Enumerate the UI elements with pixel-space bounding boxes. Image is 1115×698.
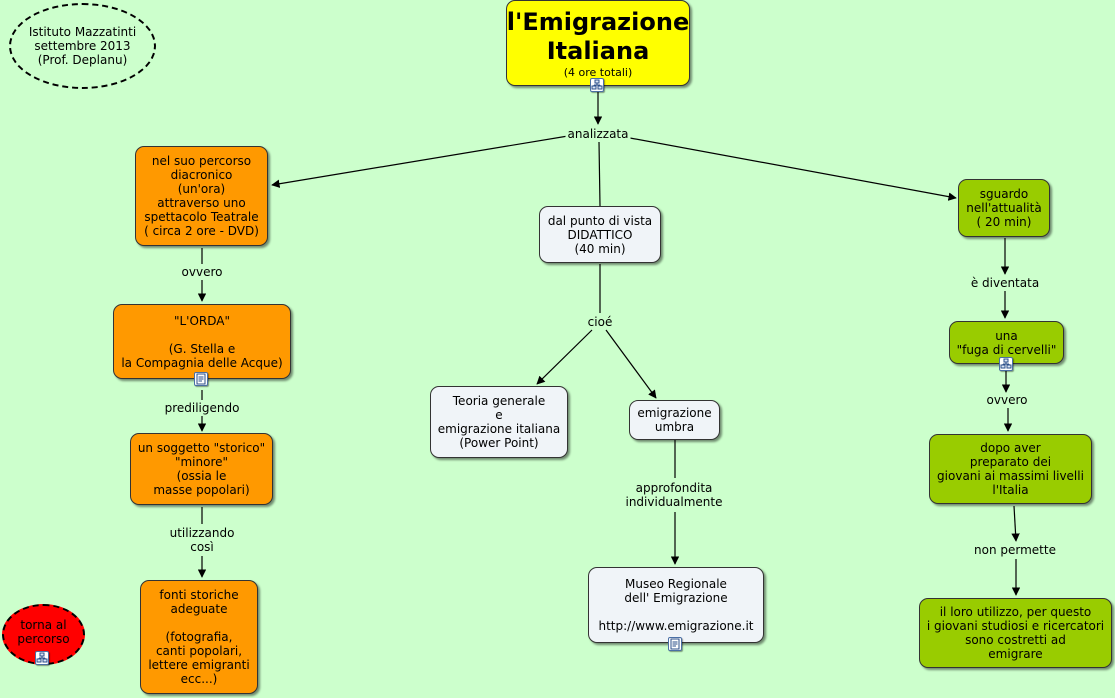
node-dopo[interactable]: dopo aver preparato dei giovani ai massi… <box>929 434 1092 504</box>
page-subtitle: (4 ore totali) <box>563 65 633 79</box>
link-ovvero-right: ovvero <box>984 393 1030 407</box>
node-diacronico[interactable]: nel suo percorso diacronico (un'ora) att… <box>135 146 268 246</box>
link-utilizzando: utilizzando così <box>167 526 237 554</box>
link-approfondita: approfondita individualmente <box>623 481 725 509</box>
node-museo[interactable]: Museo Regionale dell' Emigrazione http:/… <box>588 567 764 643</box>
node-fuga[interactable]: una "fuga di cervelli" <box>949 321 1064 364</box>
node-teoria[interactable]: Teoria generale e emigrazione italiana (… <box>430 386 568 458</box>
link-ovvero-left: ovvero <box>179 265 225 279</box>
concept-map-link-icon[interactable] <box>999 357 1013 371</box>
page-title: l'Emigrazione Italiana <box>506 7 690 65</box>
edge-analizzata-diacronico <box>271 135 569 188</box>
node-didattico[interactable]: dal punto di vista DIDATTICO (40 min) <box>539 206 661 263</box>
document-link-icon[interactable] <box>668 637 682 651</box>
link-non-permette: non permette <box>972 543 1058 557</box>
document-link-icon[interactable] <box>194 372 208 386</box>
link-cioe: cioé <box>585 315 615 329</box>
author-note-text: Istituto Mazzatinti settembre 2013 (Prof… <box>28 25 137 67</box>
edge-analizzata-sguardo <box>629 137 957 201</box>
node-orda[interactable]: "L'ORDA" (G. Stella e la Compagnia delle… <box>113 304 291 379</box>
node-soggetto[interactable]: un soggetto "storico" "minore" (ossia le… <box>130 433 273 505</box>
link-analizzata: analizzata <box>565 127 631 141</box>
edge-cioe-teoria <box>536 329 593 385</box>
node-sguardo[interactable]: sguardo nell'attualità ( 20 min) <box>958 179 1050 237</box>
node-umbra[interactable]: emigrazione umbra <box>629 400 720 440</box>
author-note: Istituto Mazzatinti settembre 2013 (Prof… <box>9 3 156 89</box>
edge-cioe-umbra <box>605 329 657 399</box>
title-node[interactable]: l'Emigrazione Italiana (4 ore totali) <box>506 0 690 86</box>
node-utilizzo[interactable]: il loro utilizzo, per questo i giovani s… <box>919 598 1112 668</box>
back-to-path-label: torna al percorso <box>17 618 70 646</box>
edge-analizzata-didattico <box>598 141 601 207</box>
link-e-diventata: è diventata <box>968 276 1042 290</box>
concept-map-link-icon[interactable] <box>35 651 49 665</box>
edge-dopo-nonpermette <box>1011 505 1020 542</box>
node-fonti[interactable]: fonti storiche adeguate (fotografia, can… <box>140 580 258 694</box>
link-prediligendo: prediligendo <box>162 401 242 415</box>
concept-map-link-icon[interactable] <box>590 78 604 92</box>
